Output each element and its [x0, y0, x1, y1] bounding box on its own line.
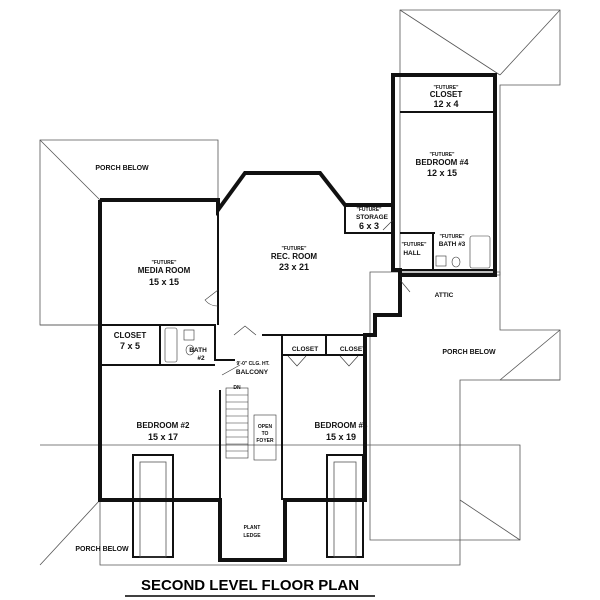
- plan-title: SECOND LEVEL FLOOR PLAN: [141, 577, 359, 594]
- bath-3-tag: "FUTURE": [439, 234, 465, 240]
- bedroom-4-tag: "FUTURE": [429, 152, 455, 158]
- exterior-walls: [98, 73, 497, 562]
- bedroom-3-name: BEDROOM #3: [315, 421, 368, 430]
- closet-left: CLOSET 7 x 5: [114, 331, 147, 351]
- porch-below-right: PORCH BELOW: [442, 349, 496, 356]
- bedroom-2-dim: 15 x 17: [148, 432, 178, 442]
- plant-ledge-l1: PLANT: [244, 525, 261, 531]
- closet-future-dim: 12 x 4: [433, 99, 458, 109]
- storage-tag: "FUTURE": [356, 207, 382, 213]
- attic-label: ATTIC: [435, 292, 454, 299]
- bedroom-4-name: BEDROOM #4: [416, 158, 469, 167]
- plant-ledge: PLANT LEDGE: [243, 525, 261, 539]
- rec-room: "FUTURE" REC. ROOM 23 x 21: [271, 246, 318, 272]
- porch-below-bottom-left: PORCH BELOW: [75, 546, 129, 553]
- balcony-note: 9'-0" CLG. HT.: [236, 361, 270, 367]
- bedroom-2-name: BEDROOM #2: [137, 421, 190, 430]
- rec-room-tag: "FUTURE": [281, 246, 307, 252]
- open-to-foyer: OPEN TO FOYER: [256, 424, 274, 444]
- media-room-name: MEDIA ROOM: [138, 266, 191, 275]
- interior-walls: [100, 204, 435, 500]
- hall-name: HALL: [403, 250, 420, 257]
- hall-tag: "FUTURE": [401, 242, 427, 248]
- closet-mid-1: CLOSET: [292, 346, 318, 353]
- media-room-tag: "FUTURE": [151, 260, 177, 266]
- open-foyer-l1: OPEN: [258, 424, 273, 430]
- bedroom-3-dim: 15 x 19: [326, 432, 356, 442]
- bath-3-name: BATH #3: [439, 241, 466, 248]
- bedroom-2: BEDROOM #2 15 x 17: [137, 421, 190, 442]
- media-room: "FUTURE" MEDIA ROOM 15 x 15: [138, 260, 191, 287]
- open-foyer-l2: TO: [262, 431, 269, 437]
- bath-2: BATH #2: [189, 347, 207, 362]
- storage-name: STORAGE: [356, 214, 389, 221]
- bedroom-3: BEDROOM #3 15 x 19: [315, 421, 368, 442]
- hall: "FUTURE" HALL: [401, 242, 427, 257]
- bedroom-4-dim: 12 x 15: [427, 168, 457, 178]
- bath-3: "FUTURE" BATH #3: [439, 234, 466, 248]
- fixtures: [164, 219, 491, 461]
- open-foyer-l3: FOYER: [256, 438, 274, 444]
- rec-room-name: REC. ROOM: [271, 252, 318, 261]
- porch-below-top-left: PORCH BELOW: [95, 165, 149, 172]
- rec-room-dim: 23 x 21: [279, 262, 309, 272]
- closet-future-tag: "FUTURE": [433, 85, 459, 91]
- media-room-dim: 15 x 15: [149, 277, 179, 287]
- bath-2-name: BATH: [189, 347, 207, 354]
- stair-dn-label: DN: [233, 385, 241, 391]
- bedroom-4: "FUTURE" BEDROOM #4 12 x 15: [416, 152, 469, 178]
- closet-left-dim: 7 x 5: [120, 341, 140, 351]
- balcony-name: BALCONY: [236, 369, 269, 376]
- closet-future: "FUTURE" CLOSET 12 x 4: [430, 85, 463, 109]
- stair-treads: [226, 394, 248, 452]
- roof-outlines: [39, 9, 561, 566]
- plant-ledge-l2: LEDGE: [243, 533, 261, 539]
- balcony: 9'-0" CLG. HT. BALCONY: [236, 361, 270, 376]
- closet-mid-2: CLOSET: [340, 346, 366, 353]
- closet-left-name: CLOSET: [114, 331, 147, 340]
- bath-2-num: #2: [197, 355, 205, 362]
- storage-dim: 6 x 3: [359, 221, 379, 231]
- closet-future-name: CLOSET: [430, 90, 463, 99]
- storage: "FUTURE" STORAGE 6 x 3: [356, 207, 389, 231]
